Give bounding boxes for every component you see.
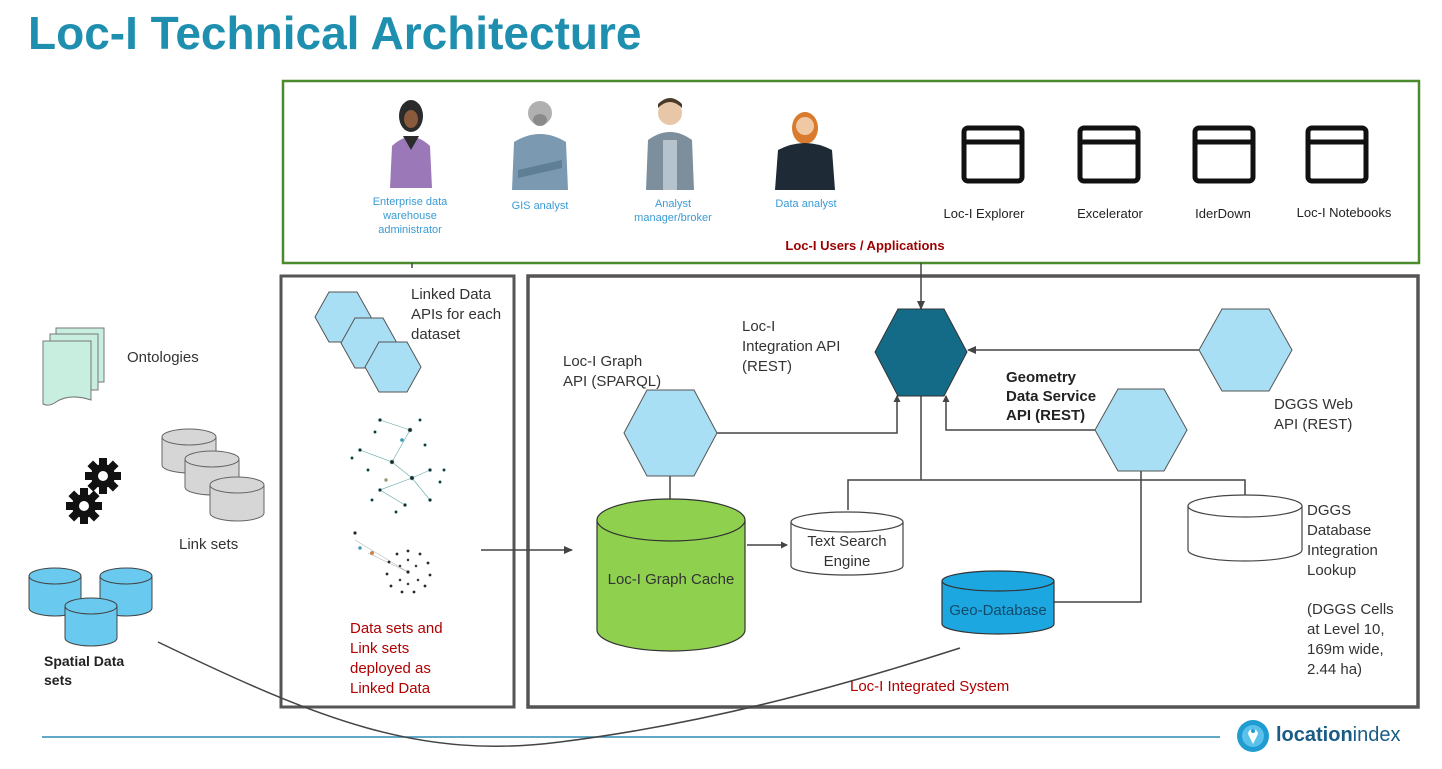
- text-search-cylinder: [790, 511, 904, 576]
- data-analyst-person-icon: [775, 112, 835, 190]
- graph-cache-cylinder: [596, 498, 746, 652]
- iderdown-window-icon: [1192, 125, 1256, 184]
- ontologies-label: Ontologies: [127, 349, 199, 366]
- linked-data-deployed-label: Data sets and Link sets deployed as Link…: [350, 620, 443, 697]
- app-label-loc-i-notebooks: Loc-I Notebooks: [1296, 205, 1392, 220]
- logo-word-bold: location: [1276, 724, 1353, 746]
- network-cluster-icon: [353, 531, 432, 594]
- graph-api-to-integration-arrow: [717, 395, 901, 434]
- linked-data-apis-label: Linked Data APIs for each dataset: [411, 286, 502, 343]
- spatial-to-geodatabase-curve: [157, 641, 961, 747]
- geo-database-cylinder: [941, 570, 1055, 635]
- dggs-web-api-label: DGGS Web API (REST): [1274, 396, 1353, 433]
- analyst-manager-person-icon: [646, 98, 694, 190]
- page-title: Loc-I Technical Architecture: [28, 7, 642, 59]
- spatial-data-sets-label: Spatial Data sets: [44, 653, 125, 688]
- logo-wordmark: locationindex: [1276, 724, 1400, 747]
- graph-api-label: Loc-I Graph API (SPARQL): [563, 353, 662, 390]
- integrated-system-box: [526, 274, 1420, 709]
- persona-label-gis: GIS analyst: [511, 200, 569, 212]
- app-label-excelerator: Excelerator: [1077, 206, 1143, 221]
- linked-data-api-hexagons: [314, 291, 422, 393]
- spatial-data-cylinders-icon: [28, 567, 153, 647]
- geometry-api-label: Geometry Data Service API (REST): [1006, 369, 1097, 424]
- integrated-system-label: Loc-I Integrated System: [850, 678, 1010, 695]
- graph-cache-label: Loc-I Graph Cache: [607, 571, 735, 588]
- admin-person-icon: [390, 100, 432, 188]
- users-applications-box: [281, 79, 1421, 265]
- integration-api-hexagon: [874, 308, 968, 397]
- integration-api-label: Loc-I Integration API (REST): [742, 318, 841, 375]
- dggs-database-label: DGGS Database Integration Lookup: [1307, 502, 1378, 579]
- geometry-to-geodb-line: [1053, 470, 1142, 603]
- excelerator-window-icon: [1077, 125, 1141, 184]
- ontologies-document-icon: [42, 327, 105, 406]
- location-index-logo: locationindex: [1236, 718, 1416, 754]
- text-search-label: Text Search Engine: [807, 533, 887, 570]
- location-index-logo-icon: [1237, 720, 1269, 752]
- dggs-database-cylinder: [1187, 494, 1303, 562]
- trunk-to-dggs-db-line: [847, 479, 1246, 510]
- network-graph-icon: [350, 418, 446, 514]
- dggs-web-api-hexagon: [1198, 308, 1293, 392]
- persona-label-manager: Analyst manager/broker: [634, 198, 712, 224]
- logo-word-rest: index: [1352, 724, 1401, 746]
- loc-i-notebooks-window-icon: [1305, 125, 1369, 184]
- linked-data-box: [279, 274, 516, 709]
- geometry-to-integration-arrow: [942, 395, 1095, 431]
- persona-label-data-analyst: Data analyst: [775, 198, 837, 210]
- loc-i-explorer-window-icon: [961, 125, 1025, 184]
- users-applications-label: Loc-I Users / Applications: [785, 238, 945, 253]
- app-label-loc-i-explorer: Loc-I Explorer: [943, 206, 1025, 221]
- persona-label-admin: Enterprise data warehouse administrator: [372, 196, 448, 236]
- geometry-api-hexagon: [1094, 388, 1188, 472]
- app-label-iderdown: IderDown: [1195, 206, 1251, 221]
- gis-analyst-person-icon: [512, 101, 568, 190]
- link-sets-cylinders-icon: [161, 428, 265, 522]
- geo-database-label: Geo-Database: [949, 602, 1047, 619]
- dggs-cells-note: (DGGS Cells at Level 10, 169m wide, 2.44…: [1307, 601, 1394, 678]
- gears-icon: [66, 458, 121, 524]
- link-sets-label: Link sets: [179, 536, 239, 553]
- graph-api-hexagon: [623, 389, 718, 477]
